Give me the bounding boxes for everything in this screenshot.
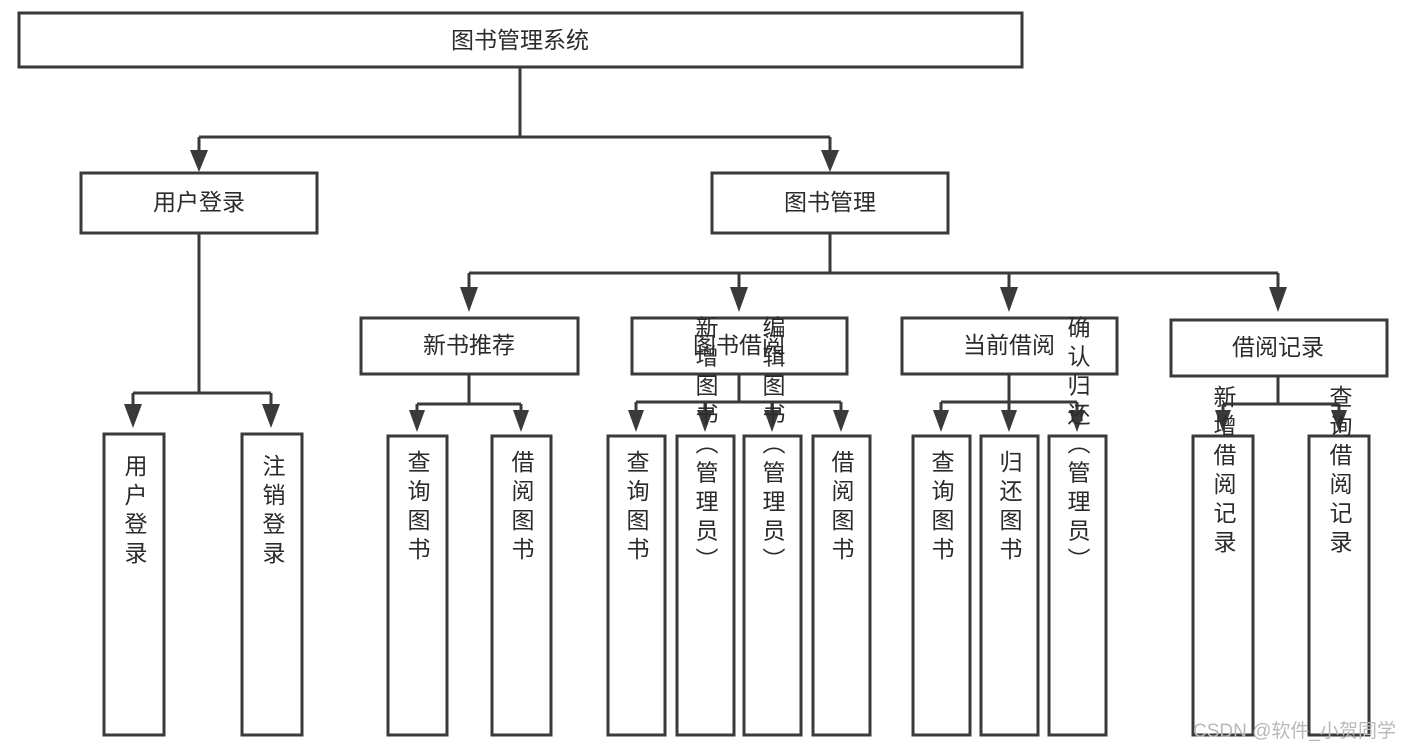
leaf-borrow-record-2-label: 查询借阅记录 — [1326, 385, 1353, 559]
leaf-book-borrow-4-label: 借阅图书 — [828, 450, 855, 566]
leaf-book-borrow-4[interactable]: 借阅图书 — [811, 434, 872, 737]
arrow-to-new-book — [460, 287, 478, 312]
arrow-leaf-cb-3 — [1069, 410, 1085, 432]
leaf-book-borrow-3[interactable]: 编辑图书（管理员） — [742, 316, 803, 737]
arrow-to-book-borrow — [730, 287, 748, 312]
node-current-borrow-box[interactable] — [900, 316, 1119, 376]
leaf-new-book-2[interactable]: 借阅图书 — [490, 434, 553, 737]
node-root-box[interactable] — [17, 11, 1024, 69]
leaf-new-book-2-box[interactable] — [490, 434, 553, 737]
node-book-borrow[interactable]: 图书借阅 — [630, 316, 849, 376]
leaf-current-borrow-2-label: 归还图书 — [996, 450, 1023, 566]
leaf-user-login-1-box[interactable] — [102, 432, 166, 737]
arrow-leaf-bb-2 — [697, 410, 713, 432]
leaf-borrow-record-2-box[interactable] — [1307, 434, 1371, 737]
arrow-leaf-new-book-1 — [409, 410, 425, 432]
leaf-current-borrow-2[interactable]: 归还图书 — [979, 434, 1040, 737]
connector-layer — [124, 67, 1347, 432]
leaf-borrow-record-2[interactable]: 查询借阅记录 — [1307, 385, 1371, 737]
arrow-leaf-bb-4 — [833, 410, 849, 432]
leaf-new-book-1-box[interactable] — [386, 434, 449, 737]
arrow-leaf-bb-1 — [628, 410, 644, 432]
node-new-book-box[interactable] — [359, 316, 580, 376]
leaf-current-borrow-1-box[interactable] — [911, 434, 972, 737]
leaf-current-borrow-3-label: 确认归还（管理员） — [1064, 316, 1091, 577]
node-current-borrow-label: 当前借阅 — [963, 332, 1055, 358]
leaf-user-login-1-label: 用户登录 — [121, 454, 148, 570]
node-book-manage[interactable]: 图书管理 — [710, 171, 950, 235]
node-book-manage-label: 图书管理 — [784, 189, 876, 215]
node-user-login[interactable]: 用户登录 — [79, 171, 319, 235]
node-borrow-record-label: 借阅记录 — [1232, 334, 1324, 360]
leaf-borrow-record-1-label: 新增借阅记录 — [1210, 385, 1237, 559]
arrow-leaf-cb-1 — [933, 410, 949, 432]
node-new-book-label: 新书推荐 — [423, 332, 515, 358]
arrow-leaf-user-login-1 — [124, 404, 142, 428]
leaf-current-borrow-3[interactable]: 确认归还（管理员） — [1047, 316, 1108, 737]
leaf-borrow-record-1[interactable]: 新增借阅记录 — [1191, 385, 1255, 737]
arrow-to-book-manage — [821, 150, 839, 172]
leaf-borrow-record-1-box[interactable] — [1191, 434, 1255, 737]
arrow-to-current-borrow — [1000, 287, 1018, 312]
leaf-book-borrow-2-box[interactable] — [675, 434, 736, 737]
leaf-user-login-2[interactable]: 注销登录 — [240, 432, 304, 737]
node-book-borrow-box[interactable] — [630, 316, 849, 376]
leaf-book-borrow-3-box[interactable] — [742, 434, 803, 737]
leaf-book-borrow-2[interactable]: 新增图书（管理员） — [675, 316, 736, 737]
leaf-user-login-2-box[interactable] — [240, 432, 304, 737]
leaf-book-borrow-2-label: 新增图书（管理员） — [692, 316, 719, 577]
node-user-login-label: 用户登录 — [153, 189, 245, 215]
leaf-new-book-2-label: 借阅图书 — [508, 450, 535, 566]
leaf-current-borrow-2-box[interactable] — [979, 434, 1040, 737]
leaf-current-borrow-3-box[interactable] — [1047, 434, 1108, 737]
node-book-manage-box[interactable] — [710, 171, 950, 235]
node-book-borrow-label: 图书借阅 — [693, 332, 785, 358]
arrow-leaf-user-login-2 — [262, 404, 280, 428]
node-root-system[interactable]: 图书管理系统 — [17, 11, 1024, 69]
leaf-book-borrow-4-box[interactable] — [811, 434, 872, 737]
leaf-book-borrow-1-label: 查询图书 — [623, 450, 650, 566]
leaf-user-login-1[interactable]: 用户登录 — [102, 432, 166, 737]
leaf-book-borrow-3-label: 编辑图书（管理员） — [759, 316, 786, 577]
arrow-leaf-br-1 — [1215, 410, 1231, 432]
node-new-book-recommend[interactable]: 新书推荐 — [359, 316, 580, 376]
arrow-leaf-cb-2 — [1001, 410, 1017, 432]
leaf-new-book-1-label: 查询图书 — [404, 450, 431, 566]
leaf-current-borrow-1-label: 查询图书 — [928, 450, 955, 566]
node-root-label: 图书管理系统 — [451, 27, 589, 53]
leaf-new-book-1[interactable]: 查询图书 — [386, 434, 449, 737]
node-borrow-record[interactable]: 借阅记录 — [1169, 318, 1389, 378]
node-user-login-box[interactable] — [79, 171, 319, 235]
csdn-watermark: CSDN @软件_小贺同学 — [1193, 720, 1396, 742]
leaf-current-borrow-1[interactable]: 查询图书 — [911, 434, 972, 737]
arrow-leaf-new-book-2 — [513, 410, 529, 432]
arrow-to-borrow-record — [1269, 287, 1287, 312]
leaf-book-borrow-1[interactable]: 查询图书 — [606, 434, 667, 737]
arrow-leaf-br-2 — [1331, 410, 1347, 432]
arrow-leaf-bb-3 — [764, 410, 780, 432]
leaf-book-borrow-1-box[interactable] — [606, 434, 667, 737]
node-borrow-record-box[interactable] — [1169, 318, 1389, 378]
node-current-borrow[interactable]: 当前借阅 — [900, 316, 1119, 376]
arrow-to-user-login — [190, 150, 208, 172]
leaf-user-login-2-label: 注销登录 — [259, 454, 286, 570]
